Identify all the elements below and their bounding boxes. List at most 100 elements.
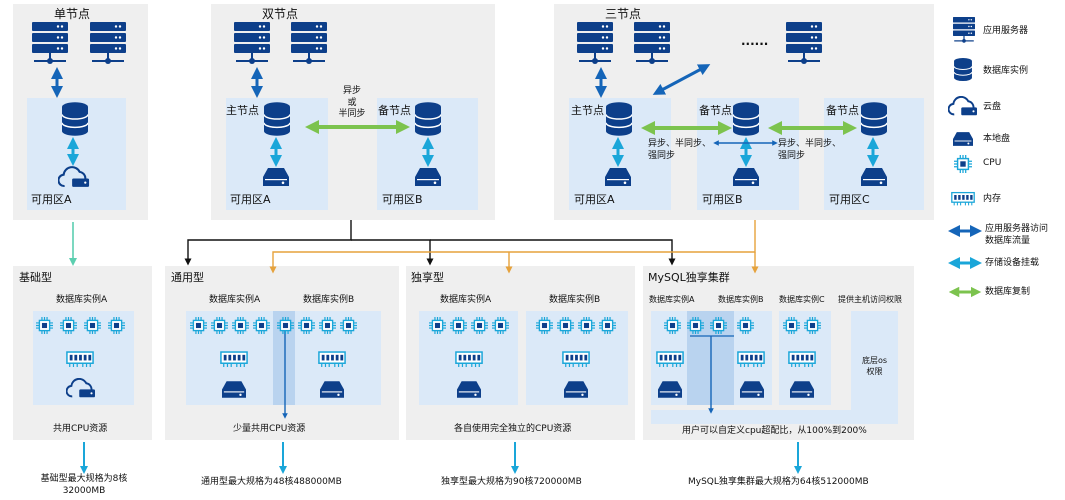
triple-sync-label-2: 异步、半同步、 强同步 [778, 139, 842, 162]
local-disk-icon [740, 381, 764, 398]
triple-zone-b-label: 可用区B [702, 193, 743, 206]
database-instance-icon [606, 102, 632, 136]
cpu-icon [492, 317, 509, 334]
legend-label-cloud-disk: 云盘 [983, 102, 1002, 112]
cpu-icon [783, 317, 800, 334]
memory-icon [66, 350, 94, 369]
database-instance-icon [861, 102, 887, 136]
general-spec: 通用型最大规格为48核488000MB [201, 477, 342, 487]
triple-zone-a-label: 可用区A [574, 193, 615, 206]
app-server-icon [32, 22, 68, 66]
memory-icon [455, 350, 483, 369]
basic-footer: 共用CPU资源 [53, 424, 108, 434]
cpu-icon [232, 317, 249, 334]
cpu-icon [319, 317, 336, 334]
general-instance-b-label: 数据库实例B [303, 295, 355, 305]
local-disk-icon [263, 168, 289, 186]
double-zone-a-label: 可用区A [230, 193, 271, 206]
memory-icon [220, 350, 248, 369]
local-disk-icon [564, 381, 588, 398]
cpu-icon [277, 317, 294, 334]
local-disk-icon [320, 381, 344, 398]
triple-standby-2-label: 备节点 [826, 104, 859, 117]
double-primary-label: 主节点 [226, 104, 259, 117]
triple-zone-c-label: 可用区C [829, 193, 870, 206]
triple-standby-1-label: 备节点 [699, 104, 732, 117]
dedicated-spec: 独享型最大规格为90核720000MB [441, 477, 582, 487]
cluster-os-label: 底层os 权限 [861, 356, 888, 376]
general-instance-a-label: 数据库实例A [209, 295, 261, 305]
basic-instance-a-label: 数据库实例A [56, 295, 108, 305]
triple-primary-label: 主节点 [571, 104, 604, 117]
local-disk-icon [733, 168, 759, 186]
double-standby-label: 备节点 [378, 104, 411, 117]
cpu-icon [804, 317, 821, 334]
cpu-icon [60, 317, 77, 334]
cpu-icon [450, 317, 467, 334]
cpu-icon [84, 317, 101, 334]
cluster-os-zone [851, 311, 898, 424]
memory-icon [562, 350, 590, 369]
cluster-footer: 用户可以自定义cpu超配比，从100%到200% [682, 426, 867, 436]
cpu-icon [429, 317, 446, 334]
general-shared-cpu-zone [273, 311, 295, 405]
cluster-spec: MySQL独享集群最大规格为64核512000MB [688, 477, 869, 487]
cpu-icon [687, 317, 704, 334]
cpu-icon [108, 317, 125, 334]
single-node-title: 单节点 [54, 7, 91, 21]
cpu-icon [471, 317, 488, 334]
legend-label-memory: 内存 [983, 194, 1002, 204]
local-disk-icon [790, 381, 814, 398]
legend-label-app-server: 应用服务器 [983, 26, 1029, 36]
dedicated-instance-a-label: 数据库实例A [440, 295, 492, 305]
triple-node-title: 三节点 [605, 7, 642, 21]
app-server-icon [234, 22, 270, 66]
double-sync-label: 异步 或 半同步 [338, 86, 366, 120]
local-disk-icon [415, 168, 441, 186]
cluster-instance-b-label: 数据库实例B [718, 295, 764, 304]
single-zone-a-label: 可用区A [31, 193, 72, 206]
legend-label-storage: 存储设备挂载 [985, 258, 1040, 268]
legend-label-cpu: CPU [983, 158, 1002, 168]
database-instance-icon [62, 102, 88, 136]
memory-icon [656, 350, 684, 369]
local-disk-icon [457, 381, 481, 398]
legend-cpu-icon [954, 155, 972, 173]
cluster-host-access-label: 提供主机访问权限 [838, 295, 902, 304]
legend-database-instance-icon [954, 58, 972, 81]
cpu-icon [211, 317, 228, 334]
cpu-icon [36, 317, 53, 334]
app-server-icon [291, 22, 327, 66]
database-instance-icon [415, 102, 441, 136]
double-node-title: 双节点 [262, 7, 299, 21]
cpu-icon [599, 317, 616, 334]
legend-local-disk-icon [953, 132, 973, 146]
cpu-icon [190, 317, 207, 334]
legend-label-database: 数据库实例 [983, 66, 1029, 76]
memory-icon [737, 350, 765, 369]
triple-ellipsis: ...... [741, 34, 769, 48]
memory-icon [318, 350, 346, 369]
cpu-icon [578, 317, 595, 334]
cpu-icon [737, 317, 754, 334]
basic-title: 基础型 [19, 271, 52, 284]
legend-label-replication: 数据库复制 [985, 287, 1031, 297]
cloud-disk-icon [66, 378, 96, 399]
cpu-icon [664, 317, 681, 334]
legend-label-access: 应用服务器访问 数据库流量 [985, 224, 1049, 246]
general-title: 通用型 [171, 271, 204, 284]
cluster-instance-c-label: 数据库实例C [779, 295, 825, 304]
general-footer: 少量共用CPU资源 [233, 424, 306, 434]
legend-app-server-icon [953, 17, 975, 44]
app-server-icon [634, 22, 670, 66]
dedicated-title: 独享型 [411, 271, 444, 284]
cloud-disk-icon [58, 166, 90, 189]
cpu-icon [710, 317, 727, 334]
legend-label-local-disk: 本地盘 [983, 134, 1011, 144]
basic-spec: 基础型最大规格为8核 32000MB [40, 474, 128, 496]
cpu-icon [536, 317, 553, 334]
cpu-icon [557, 317, 574, 334]
legend-cloud-disk-icon [948, 96, 978, 117]
cpu-icon [253, 317, 270, 334]
local-disk-icon [861, 168, 887, 186]
